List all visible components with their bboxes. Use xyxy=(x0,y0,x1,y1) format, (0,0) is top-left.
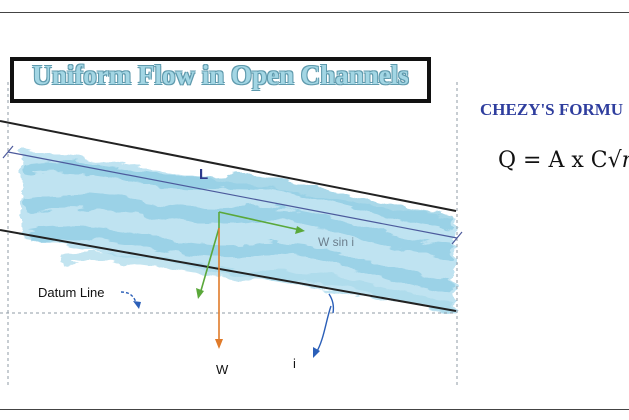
length-dimension-line xyxy=(7,151,458,239)
diagram-title: Uniform Flow in Open Channels xyxy=(32,60,409,90)
slope-label: i xyxy=(293,356,296,371)
channel-top-line xyxy=(0,120,457,212)
water-body xyxy=(22,148,455,312)
slope-pointer-head xyxy=(313,347,320,358)
chezy-formula: Q = A x C√mi xyxy=(498,148,629,173)
length-tick-right xyxy=(451,231,463,245)
figure-frame xyxy=(0,12,629,410)
channel-bed-line xyxy=(0,229,457,312)
force-component-label: W sin i xyxy=(318,235,354,249)
datum-line-label: Datum Line xyxy=(38,285,105,300)
formula-tail: mi xyxy=(622,148,629,173)
formula-heading: CHEZY'S FORMU xyxy=(480,100,624,119)
weight-arrow-head xyxy=(215,339,223,349)
slope-pointer xyxy=(315,305,332,354)
green-arrow-head-right xyxy=(295,226,305,234)
green-arrow-head-down xyxy=(196,288,204,299)
formula-prefix: Q = A x C√ xyxy=(498,148,622,173)
datum-pointer-head xyxy=(133,301,141,309)
green-arrow-component xyxy=(218,211,301,231)
weight-label: W xyxy=(216,362,229,377)
green-arrow-normal xyxy=(199,227,220,295)
title-box xyxy=(10,57,431,103)
slope-arc xyxy=(328,293,335,314)
length-label: L xyxy=(199,166,209,183)
length-tick-left xyxy=(2,145,14,159)
